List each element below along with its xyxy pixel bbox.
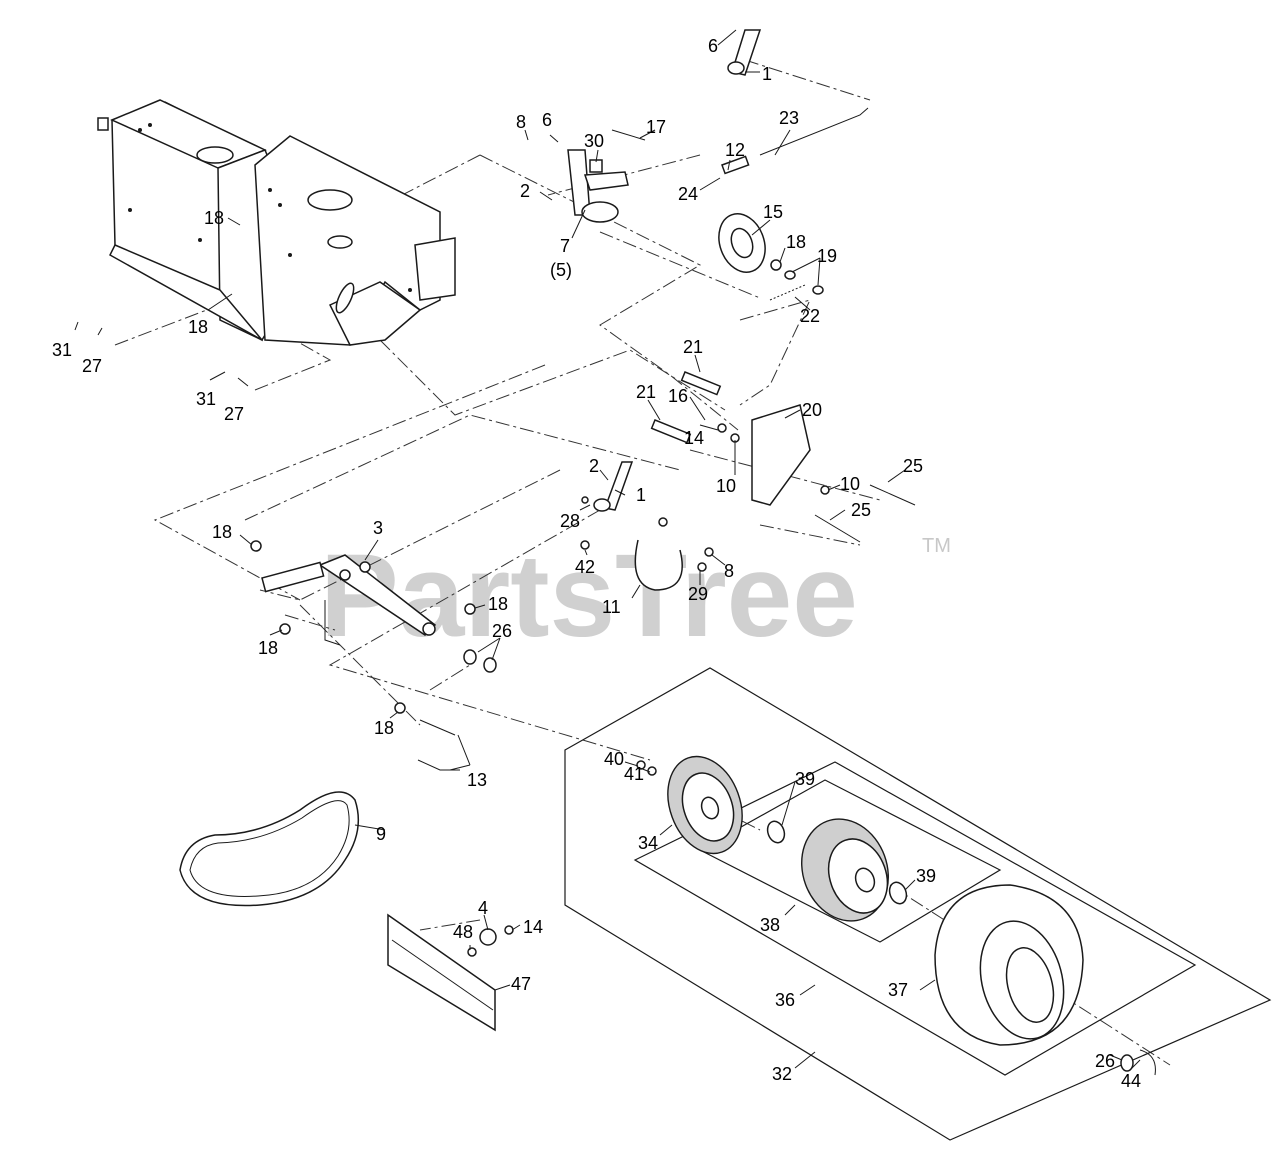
callout-labels: 6 1 23 17 8 6 30 12 24 2 15 7 (5) 18 19 …: [52, 36, 1141, 1091]
callout-34: 34: [638, 833, 658, 853]
callout-16: 16: [668, 386, 688, 406]
callout-37: 37: [888, 980, 908, 1000]
callout-18-frame-lower: 18: [188, 317, 208, 337]
callout-14-lower: 14: [523, 917, 543, 937]
callout-7: 7: [560, 236, 570, 256]
lever-1: [603, 461, 634, 511]
callout-28: 28: [560, 511, 580, 531]
callout-39-upper: 39: [795, 769, 815, 789]
callout-38: 38: [760, 915, 780, 935]
callout-11: 11: [602, 597, 621, 617]
band-11: [634, 539, 683, 591]
callout-13: 13: [467, 770, 487, 790]
callout-31-left: 31: [52, 340, 72, 360]
callout-18-shaft-lower: 18: [258, 638, 278, 658]
callout-18-rod: 18: [374, 718, 394, 738]
callout-22: 22: [800, 306, 820, 326]
callout-39-lower: 39: [916, 866, 936, 886]
callout-18-pulley: 18: [786, 232, 806, 252]
callout-32: 32: [772, 1064, 792, 1084]
callout-8-top: 8: [516, 112, 526, 132]
callout-29: 29: [688, 584, 708, 604]
callout-47: 47: [511, 974, 531, 994]
callout-2-mid: 2: [589, 456, 599, 476]
callout-40: 40: [604, 749, 624, 769]
callout-4: 4: [478, 898, 488, 918]
chassis-frame: [97, 99, 456, 346]
callout-27-mid: 27: [224, 404, 244, 424]
spacer-21-upper: [680, 371, 722, 396]
assembly-boxes: [564, 667, 1272, 1141]
callout-25-lower: 25: [851, 500, 871, 520]
leader-lines: [74, 29, 1141, 1071]
spring-22: [769, 284, 806, 301]
wheel-drive: [636, 755, 1156, 1076]
callout-1-top: 1: [762, 64, 772, 84]
rod-13: [419, 719, 456, 736]
callout-18-frame-upper: 18: [204, 208, 224, 228]
callout-6-top: 6: [708, 36, 718, 56]
watermark-trademark: TM: [922, 535, 951, 557]
callout-15: 15: [763, 202, 783, 222]
callout-18-shaft-left: 18: [212, 522, 232, 542]
callout-44: 44: [1121, 1071, 1141, 1091]
callout-5: (5): [550, 260, 572, 280]
callout-36: 36: [775, 990, 795, 1010]
wheel-assembly-box-32: [564, 667, 1272, 1141]
callout-26-lower: 26: [1095, 1051, 1115, 1071]
brake-linkage: [250, 461, 714, 771]
callout-10-right: 10: [840, 474, 860, 494]
callout-1-mid: 1: [636, 485, 646, 505]
callout-42: 42: [575, 557, 595, 577]
plate-20: [751, 404, 811, 506]
callout-10-left: 10: [716, 476, 736, 496]
callout-3: 3: [373, 518, 383, 538]
belt-9: [179, 791, 360, 907]
guard-plate-47: [387, 913, 514, 1032]
bolt-25-lower: [814, 514, 861, 543]
watermark: PartsTree: [320, 530, 858, 662]
callout-24: 24: [678, 184, 698, 204]
bushing: [727, 61, 745, 75]
callout-20: 20: [802, 400, 822, 420]
bearing-39b: [888, 881, 908, 905]
callout-17: 17: [646, 117, 666, 137]
hub-assembly-box-38: [698, 779, 1002, 943]
callout-12: 12: [725, 140, 745, 160]
callout-18-shaft-right: 18: [488, 594, 508, 614]
wheel-assembly-box-36: [633, 761, 1197, 1076]
callout-41: 41: [624, 764, 644, 784]
bearing-39a: [766, 820, 786, 844]
callout-14-mid: 14: [684, 428, 704, 448]
control-rod-23: [759, 107, 869, 156]
callout-6-mid: 6: [542, 110, 552, 130]
callout-27-left: 27: [82, 356, 102, 376]
callout-8-mid: 8: [724, 561, 734, 581]
upper-linkage: [567, 29, 916, 543]
callout-9: 9: [376, 824, 386, 844]
callout-25-upper: 25: [903, 456, 923, 476]
callout-48: 48: [453, 922, 473, 942]
callout-21-lower: 21: [636, 382, 656, 402]
callout-2-top: 2: [520, 181, 530, 201]
spacer-21-lower: [650, 419, 692, 444]
callout-21-upper: 21: [683, 337, 703, 357]
callout-19: 19: [817, 246, 837, 266]
callout-30: 30: [584, 131, 604, 151]
callout-23: 23: [779, 108, 799, 128]
callout-31-mid: 31: [196, 389, 216, 409]
callout-26-mid: 26: [492, 621, 512, 641]
bolt-25-upper: [869, 484, 916, 506]
